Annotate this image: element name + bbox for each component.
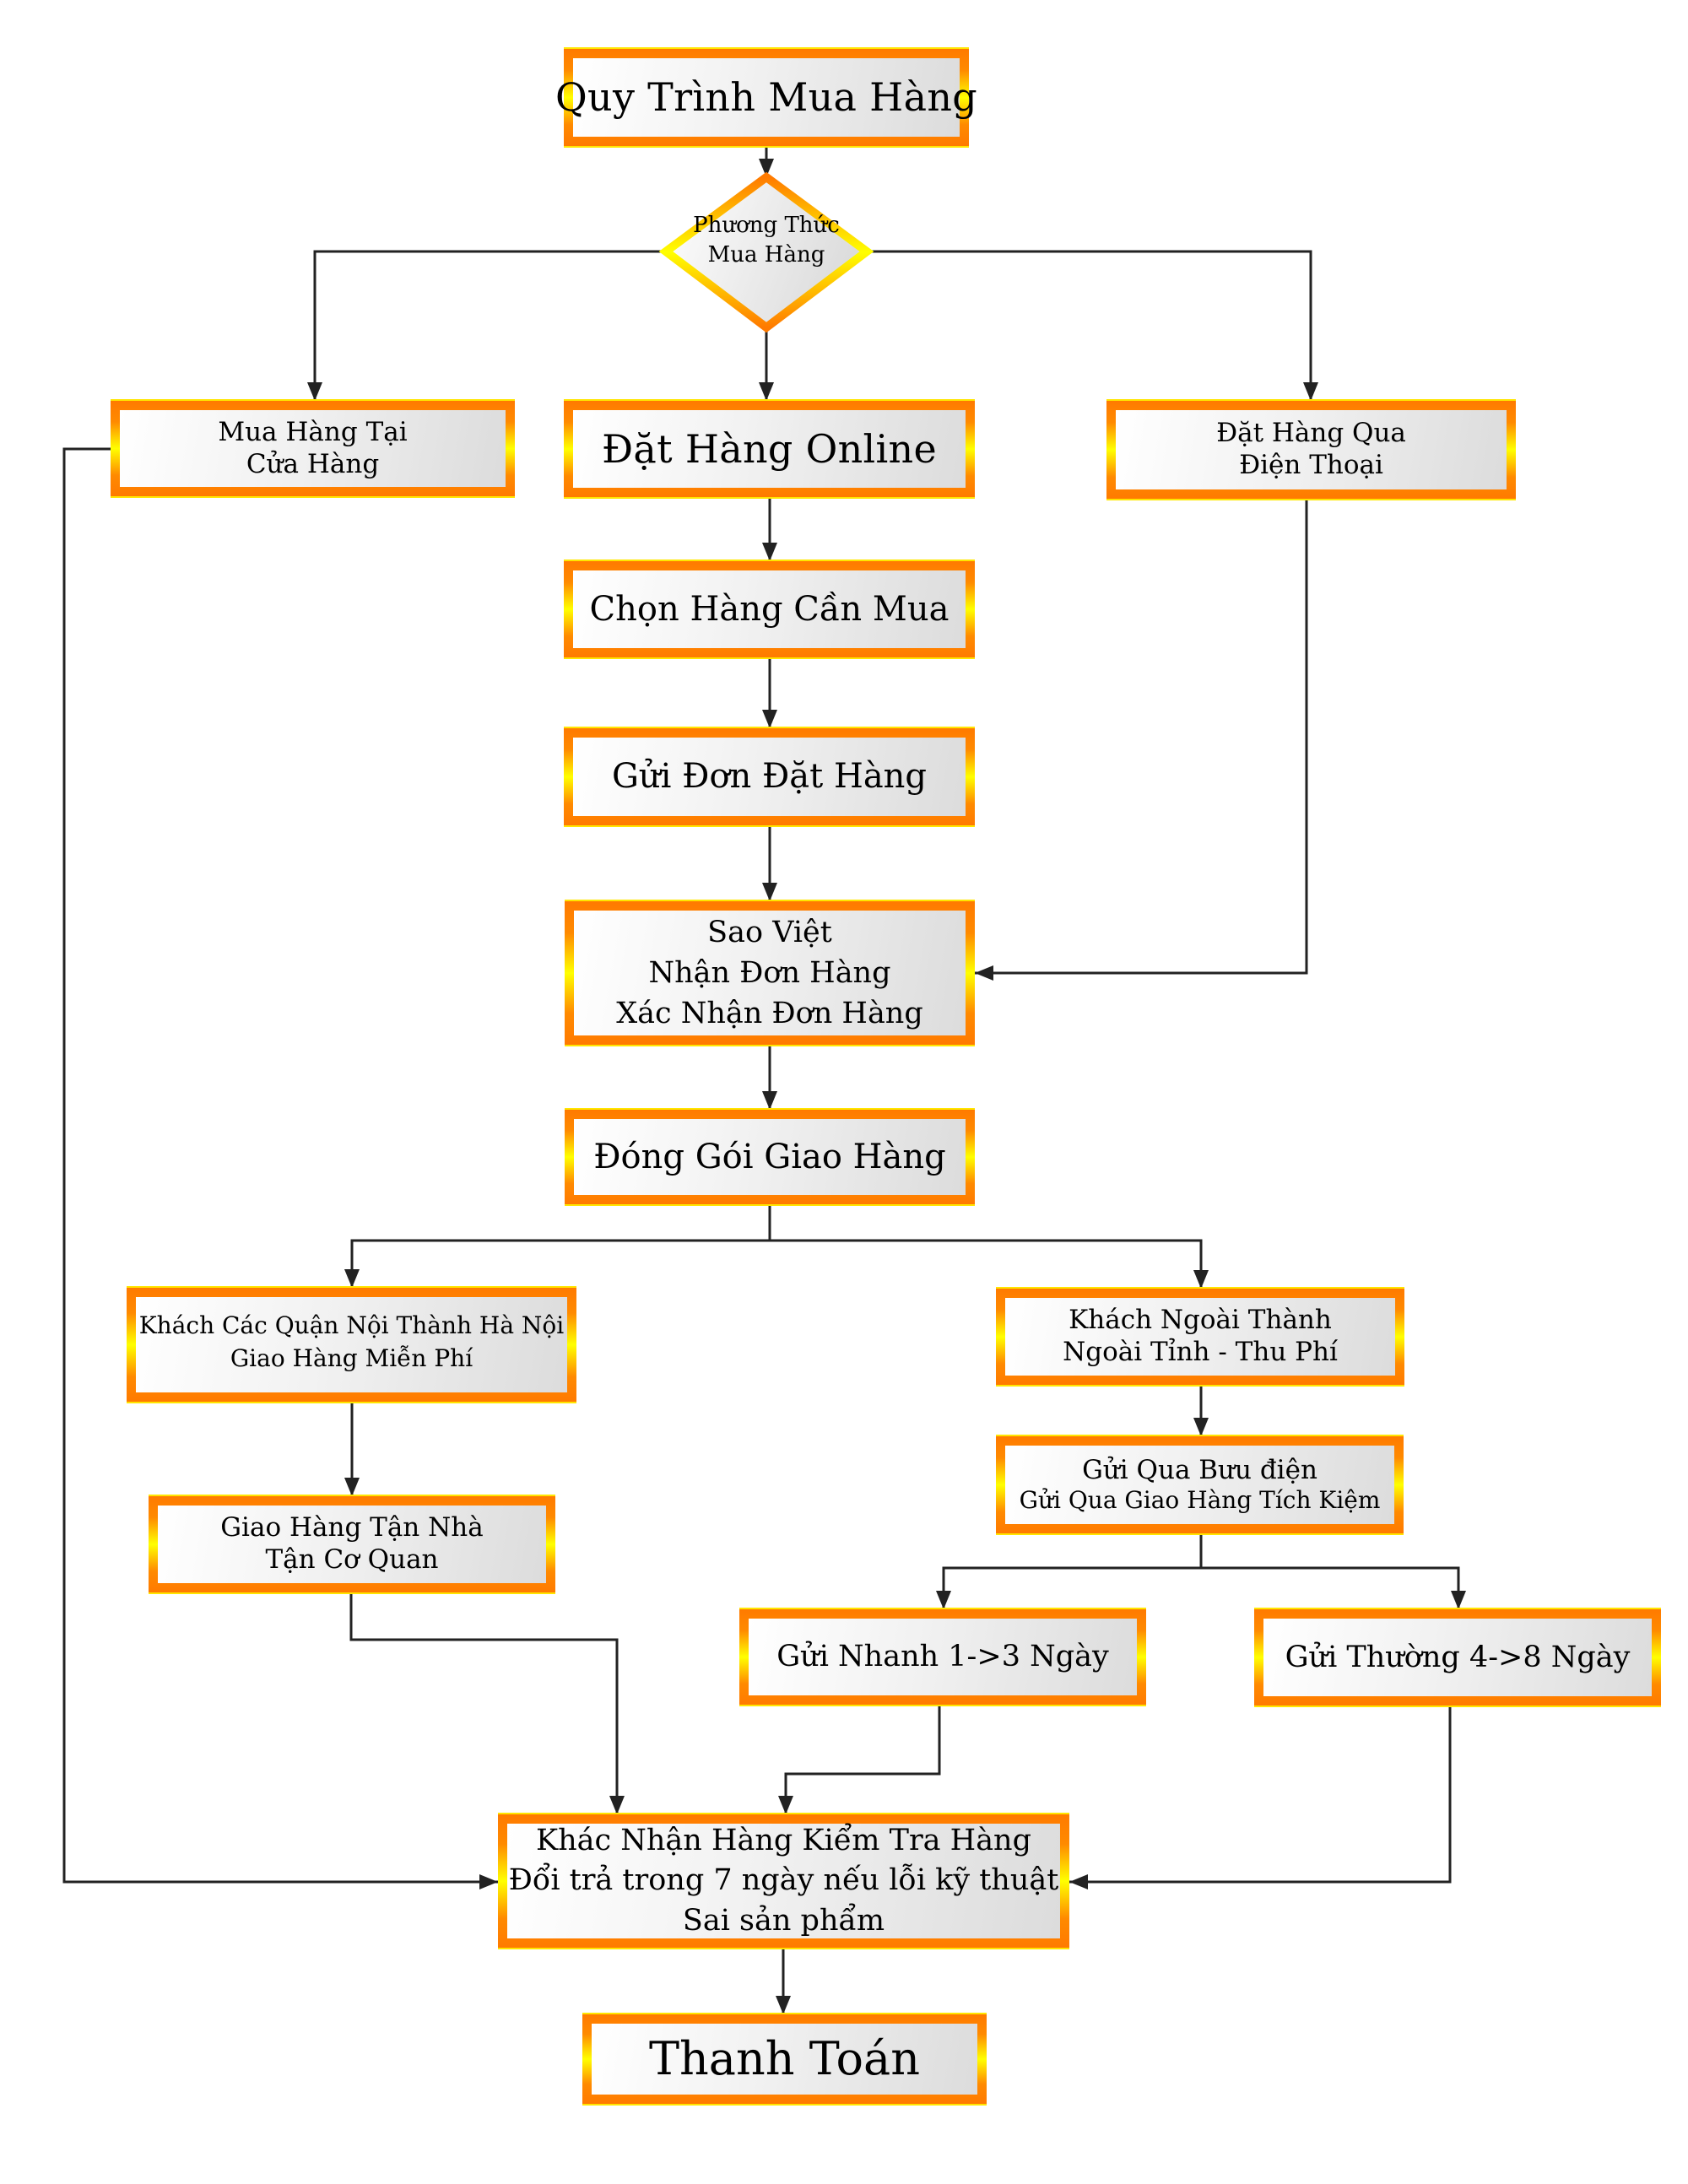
arrowhead-icon	[762, 710, 777, 728]
node-inner-city-body: Khách Các Quận Nội Thành Hà Nội Giao Hàn…	[136, 1297, 567, 1392]
arrowhead-icon	[759, 159, 774, 177]
node-pack-body: Đóng Gói Giao Hàng	[574, 1119, 966, 1195]
node-inner-city[interactable]: Khách Các Quận Nội Thành Hà Nội Giao Hàn…	[127, 1288, 576, 1402]
node-label-line: Đổi trả trong 7 ngày nếu lỗi kỹ thuật	[508, 1863, 1059, 1898]
arrowhead-icon	[479, 1874, 498, 1889]
node-label-line: Chọn Hàng Cần Mua	[589, 589, 950, 629]
arrowhead-icon	[1193, 1418, 1209, 1436]
node-pay-body: Thanh Toán	[592, 2024, 977, 2095]
node-label-line: Gửi Đơn Đặt Hàng	[611, 757, 928, 797]
node-pay[interactable]: Thanh Toán	[582, 2014, 987, 2104]
node-label-line: Đặt Hàng Qua	[1216, 418, 1406, 449]
arrowhead-icon	[776, 1996, 791, 2014]
node-label-line: Sao Việt	[707, 915, 832, 949]
arrowhead-icon	[609, 1796, 625, 1814]
connectors	[62, 146, 1466, 2014]
node-confirm-body: Sao Việt Nhận Đơn Hàng Xác Nhận Đơn Hàng	[574, 911, 966, 1035]
node-label-line: Khách Các Quận Nội Thành Hà Nội	[138, 1311, 565, 1339]
node-label-line: Đặt Hàng Online	[601, 425, 937, 472]
node-label-line: Tận Cơ Quan	[265, 1544, 439, 1575]
node-label-line: Gửi Thường 4->8 Ngày	[1285, 1640, 1631, 1674]
node-label-line: Nhận Đơn Hàng	[648, 955, 891, 990]
node-store[interactable]: Mua Hàng Tại Cửa Hàng	[111, 401, 515, 496]
node-label-line: Gửi Nhanh 1->3 Ngày	[776, 1640, 1109, 1674]
connector-pack-to-outer-city	[770, 1239, 1203, 1289]
node-confirm[interactable]: Sao Việt Nhận Đơn Hàng Xác Nhận Đơn Hàng	[565, 901, 975, 1045]
arrowhead-icon	[778, 1796, 793, 1814]
arrowhead-icon	[759, 382, 774, 401]
node-post[interactable]: Gửi Qua Bưu điện Gửi Qua Giao Hàng Tích …	[996, 1436, 1404, 1533]
node-outer-city[interactable]: Khách Ngoài Thành Ngoài Tỉnh - Thu Phí	[996, 1289, 1404, 1385]
arrowhead-icon	[1303, 382, 1318, 401]
arrowhead-icon	[936, 1591, 951, 1609]
node-label-line: Xác Nhận Đơn Hàng	[616, 997, 923, 1031]
decision-label-line: Phương Thức	[693, 213, 840, 238]
node-label-line: Giao Hàng Miễn Phí	[230, 1344, 473, 1373]
decision-label: Phương Thức Mua Hàng	[682, 211, 851, 270]
connector-store-to-receive	[62, 447, 498, 1884]
connector-normal-to-receive	[1069, 1706, 1452, 1884]
arrowhead-icon	[762, 883, 777, 901]
node-label-line: Đóng Gói Giao Hàng	[593, 1137, 946, 1176]
title-node-body: Quy Trình Mua Hàng	[555, 58, 977, 137]
connector-pack-to-inner-city	[350, 1204, 771, 1288]
arrowhead-icon	[344, 1269, 360, 1288]
node-normal-body: Gửi Thường 4->8 Ngày	[1263, 1619, 1652, 1696]
arrowhead-icon	[1069, 1874, 1088, 1889]
node-label-line: Cửa Hàng	[246, 448, 380, 479]
node-label-line: Khách Ngoài Thành	[1069, 1305, 1332, 1336]
title-node[interactable]: Quy Trình Mua Hàng	[555, 49, 977, 146]
node-label-line: Ngoài Tỉnh - Thu Phí	[1063, 1337, 1338, 1367]
connector-decision-to-phone	[867, 250, 1312, 401]
node-post-body: Gửi Qua Bưu điện Gửi Qua Giao Hàng Tích …	[1005, 1446, 1394, 1524]
node-choose-body: Chọn Hàng Cần Mua	[573, 570, 966, 648]
arrowhead-icon	[762, 1091, 777, 1110]
node-label-line: Khác Nhận Hàng Kiểm Tra Hàng	[535, 1823, 1032, 1857]
node-door-body: Giao Hàng Tận Nhà Tận Cơ Quan	[158, 1506, 546, 1583]
node-label-line: Giao Hàng Tận Nhà	[220, 1512, 484, 1543]
node-outer-city-body: Khách Ngoài Thành Ngoài Tỉnh - Thu Phí	[1005, 1298, 1395, 1376]
node-receive[interactable]: Khác Nhận Hàng Kiểm Tra Hàng Đổi trả tro…	[498, 1814, 1069, 1948]
connector-door-to-receive	[349, 1592, 619, 1814]
node-label-line: Điện Thoại	[1239, 450, 1383, 480]
node-online[interactable]: Đặt Hàng Online	[564, 401, 975, 497]
page-title: Quy Trình Mua Hàng	[555, 74, 977, 121]
node-submit-body: Gửi Đơn Đặt Hàng	[573, 738, 966, 816]
node-submit[interactable]: Gửi Đơn Đặt Hàng	[564, 728, 975, 825]
node-choose[interactable]: Chọn Hàng Cần Mua	[564, 561, 975, 657]
arrowhead-icon	[975, 965, 993, 981]
node-fast-body: Gửi Nhanh 1->3 Ngày	[749, 1619, 1137, 1695]
connector-decision-to-store	[313, 250, 666, 401]
arrowhead-icon	[307, 382, 322, 401]
connector-phone-to-confirm	[975, 499, 1308, 975]
arrowhead-icon	[344, 1478, 360, 1496]
node-phone[interactable]: Đặt Hàng Qua Điện Thoại	[1106, 401, 1516, 499]
node-store-body: Mua Hàng Tại Cửa Hàng	[120, 410, 506, 487]
node-label-line: Thanh Toán	[648, 2032, 921, 2086]
decision-label-line: Mua Hàng	[707, 242, 825, 268]
node-pack[interactable]: Đóng Gói Giao Hàng	[565, 1110, 975, 1204]
node-label-line: Sai sản phẩm	[682, 1903, 885, 1938]
node-label-line: Mua Hàng Tại	[218, 416, 408, 447]
connector-post-to-normal	[1201, 1566, 1460, 1609]
node-label-line: Gửi Qua Bưu điện	[1082, 1454, 1317, 1485]
node-receive-body: Khác Nhận Hàng Kiểm Tra Hàng Đổi trả tro…	[507, 1824, 1060, 1938]
node-online-body: Đặt Hàng Online	[573, 410, 966, 488]
node-normal[interactable]: Gửi Thường 4->8 Ngày	[1254, 1609, 1661, 1706]
arrowhead-icon	[1193, 1270, 1209, 1289]
decision-diamond[interactable]	[658, 171, 874, 333]
node-phone-body: Đặt Hàng Qua Điện Thoại	[1116, 410, 1507, 489]
arrowhead-icon	[762, 543, 777, 561]
connector-fast-to-receive	[784, 1705, 941, 1814]
arrowhead-icon	[1451, 1591, 1466, 1609]
node-label-line: Gửi Qua Giao Hàng Tích Kiệm	[1019, 1486, 1381, 1515]
connector-post-to-fast	[942, 1533, 1203, 1609]
node-fast[interactable]: Gửi Nhanh 1->3 Ngày	[739, 1609, 1146, 1705]
node-door[interactable]: Giao Hàng Tận Nhà Tận Cơ Quan	[149, 1496, 555, 1592]
